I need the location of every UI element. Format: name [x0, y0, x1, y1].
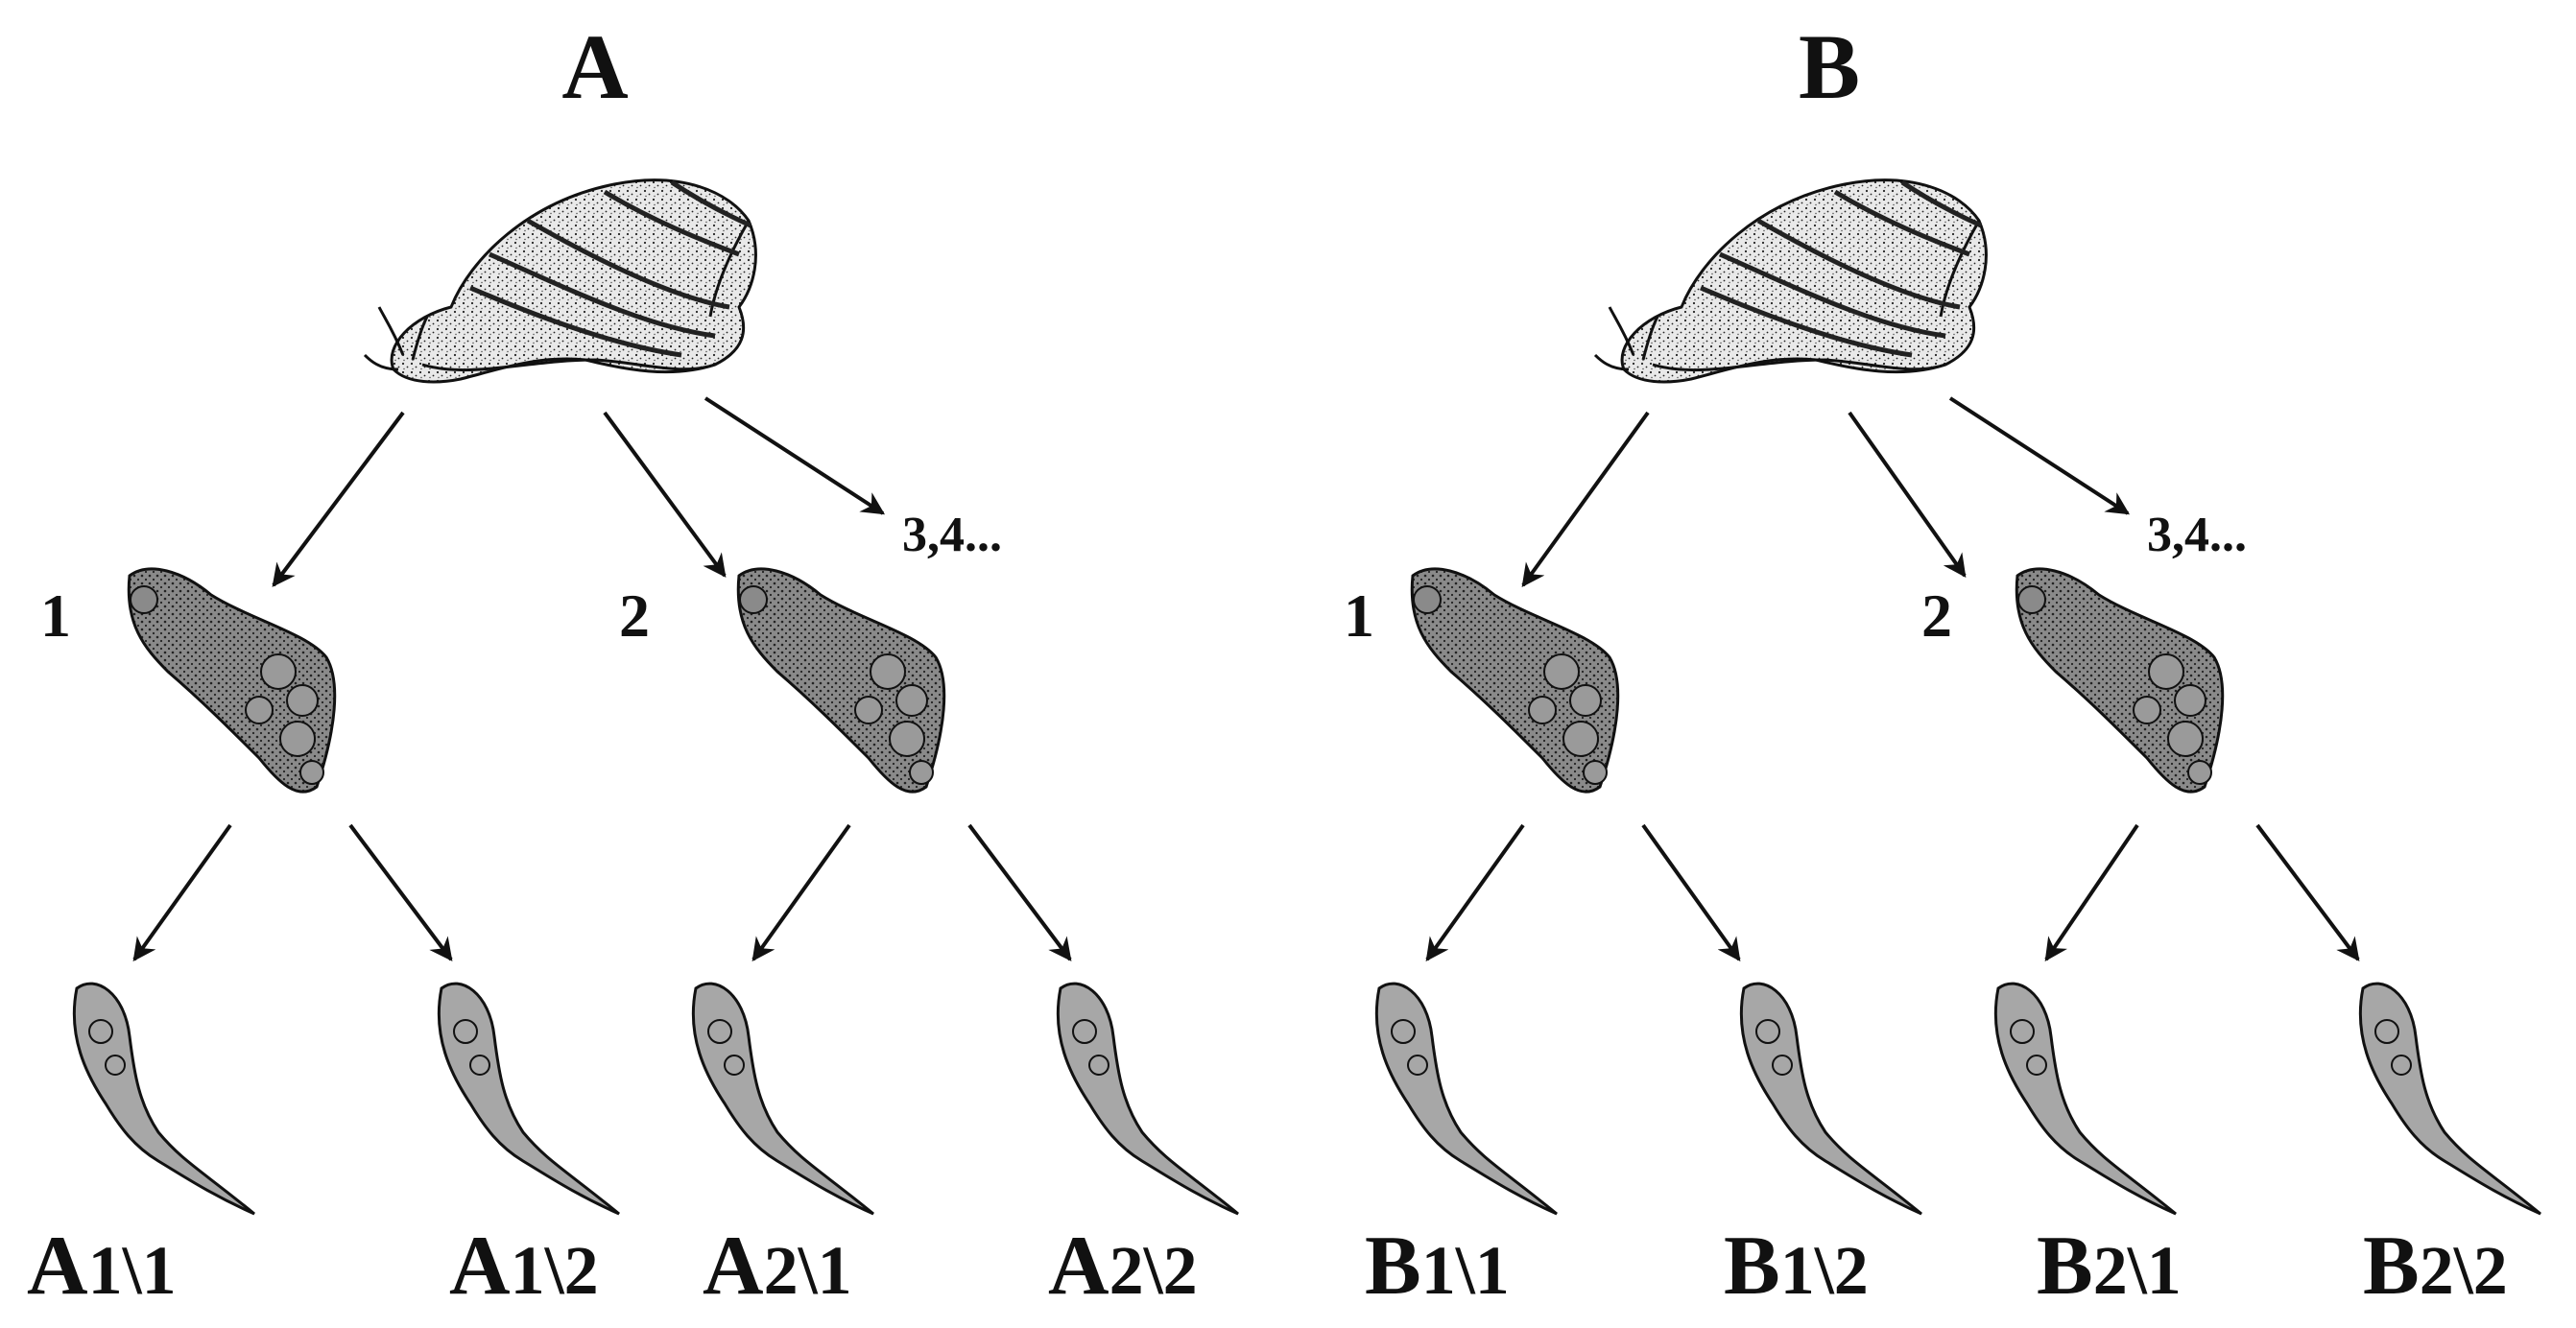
cercaria-letter: B	[2037, 1220, 2093, 1313]
cercaria-icon	[72, 982, 255, 1216]
cercaria-index: 2\2	[1109, 1232, 1198, 1309]
arrow-icon	[1948, 396, 2131, 515]
cercaria-label: B1\1	[1365, 1224, 1510, 1309]
panel-b: B 1 2 3,4... B1\1 B1\2 B2\1 B2\2	[1288, 0, 2576, 1328]
arrow-icon	[132, 823, 232, 961]
sporocyst-icon	[1410, 567, 1620, 794]
cercaria-icon	[1739, 982, 1922, 1216]
arrow-icon	[1848, 411, 1967, 578]
cercaria-icon	[1993, 982, 2177, 1216]
cercaria-icon	[1056, 982, 1239, 1216]
snail-icon	[1593, 178, 1988, 384]
panel-title: A	[561, 15, 629, 118]
arrow-icon	[1425, 823, 1525, 961]
cercaria-index: 2\1	[763, 1232, 852, 1309]
arrow-icon	[1641, 823, 1741, 961]
arrow-icon	[751, 823, 851, 961]
cercaria-icon	[691, 982, 874, 1216]
arrow-icon	[704, 396, 886, 515]
sporocyst-label: 2	[1921, 581, 1952, 650]
more-generations-label: 3,4...	[902, 508, 1002, 562]
cercaria-letter: A	[27, 1220, 88, 1313]
sporocyst-label: 1	[1344, 581, 1374, 650]
panel-title: B	[1798, 15, 1861, 118]
sporocyst-icon	[2015, 567, 2225, 794]
sporocyst-label: 2	[619, 581, 650, 650]
cercaria-icon	[2358, 982, 2541, 1216]
cercaria-letter: B	[2363, 1220, 2420, 1313]
cercaria-letter: A	[449, 1220, 511, 1313]
more-generations-label: 3,4...	[2147, 508, 2247, 562]
arrow-icon	[2044, 823, 2139, 961]
cercaria-letter: A	[703, 1220, 764, 1313]
cercaria-icon	[1374, 982, 1558, 1216]
cercaria-letter: B	[1365, 1220, 1421, 1313]
arrow-icon	[1521, 411, 1650, 587]
panel-a: A 1 2 3,4... A1\1 A1\2 A2\1 A2\2	[27, 15, 1239, 1309]
cercaria-index: 2\1	[2092, 1232, 2182, 1309]
cercaria-letter: B	[1724, 1220, 1780, 1313]
arrow-icon	[272, 411, 405, 587]
sporocyst-icon	[127, 567, 337, 794]
sporocyst-icon	[736, 567, 946, 794]
cercaria-label: B1\2	[1724, 1224, 1869, 1309]
cercaria-index: 2\2	[2419, 1232, 2508, 1309]
cercaria-index: 1\1	[87, 1232, 177, 1309]
cercaria-label: B2\1	[2037, 1224, 2182, 1309]
cercaria-label: A1\2	[449, 1224, 599, 1309]
panel-a-graphics	[72, 178, 1239, 1216]
cercaria-label: A2\1	[703, 1224, 852, 1309]
cercaria-label: A2\2	[1048, 1224, 1198, 1309]
cercaria-index: 1\2	[510, 1232, 599, 1309]
cercaria-label: A1\1	[27, 1224, 177, 1309]
cercaria-icon	[437, 982, 620, 1216]
cercaria-letter: A	[1048, 1220, 1109, 1313]
sporocyst-label: 1	[40, 581, 71, 650]
arrow-icon	[2255, 823, 2360, 961]
arrow-icon	[348, 823, 453, 961]
panel-b-graphics	[1374, 178, 2541, 1216]
snail-icon	[363, 178, 757, 384]
arrow-icon	[967, 823, 1072, 961]
cercaria-index: 1\2	[1779, 1232, 1869, 1309]
cercaria-index: 1\1	[1420, 1232, 1510, 1309]
arrow-icon	[603, 411, 727, 578]
cercaria-label: B2\2	[2363, 1224, 2508, 1309]
